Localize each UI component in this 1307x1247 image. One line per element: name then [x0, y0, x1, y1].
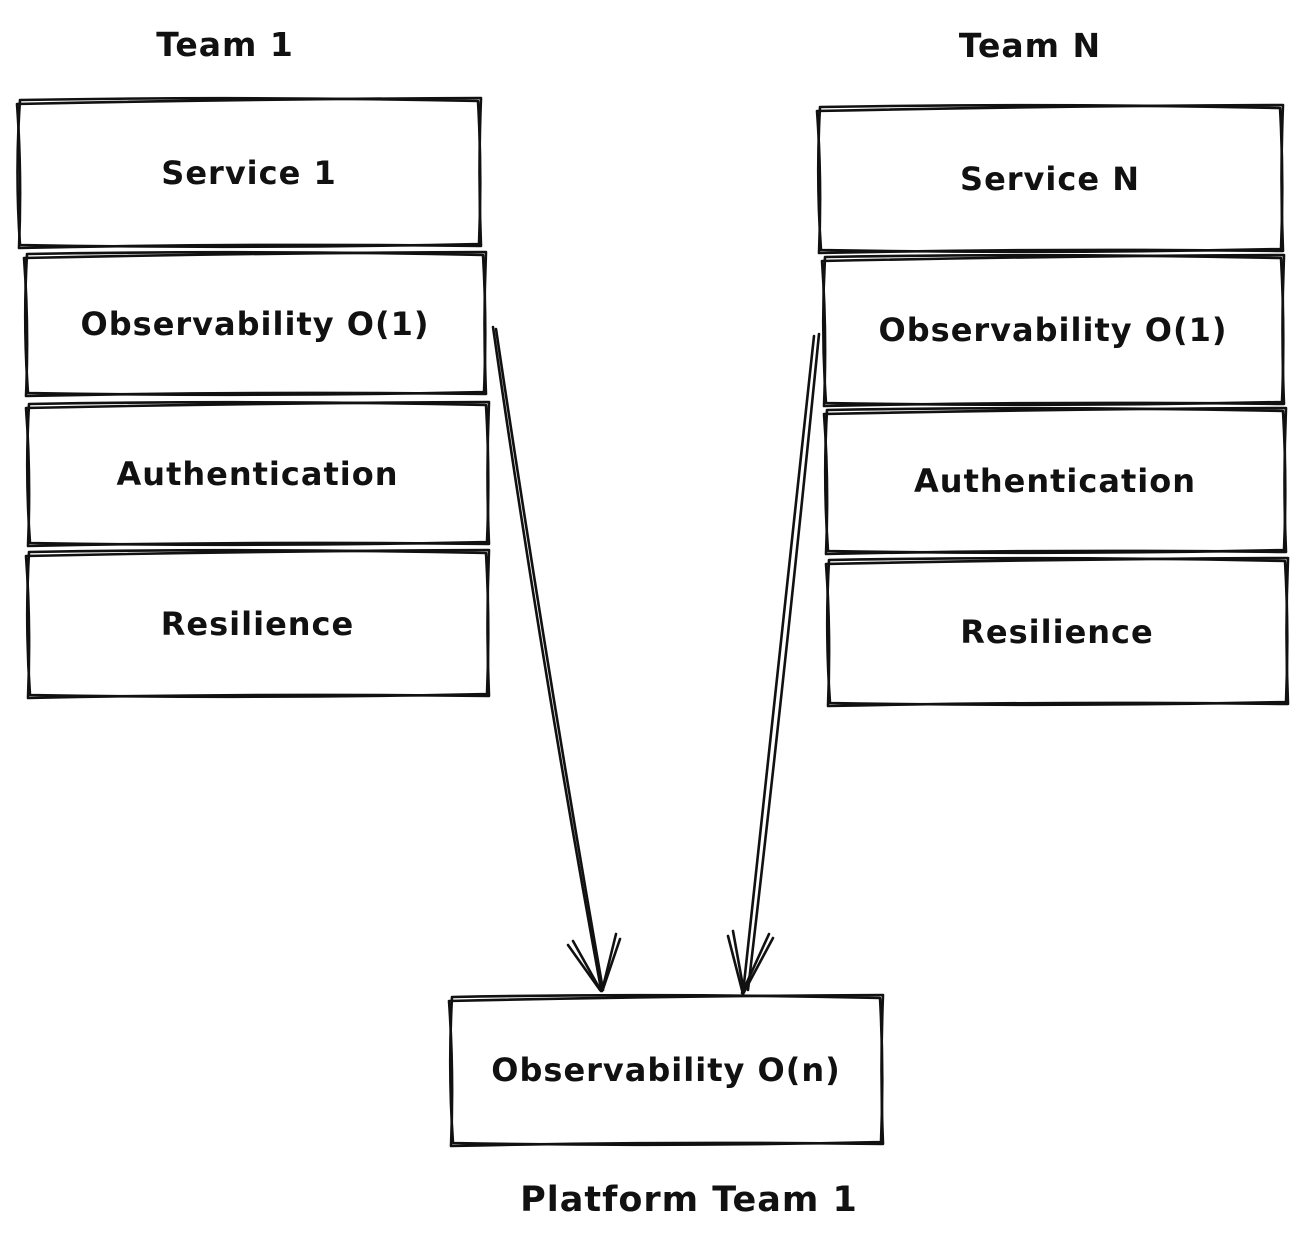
team-1-service-label: Service 1	[161, 153, 337, 192]
team-1-resilience-box	[24, 548, 491, 700]
team-n-title: Team N	[958, 25, 1102, 65]
arrow-team-n-to-platform	[726, 332, 821, 996]
team-n-resilience-label: Resilience	[960, 612, 1154, 651]
team-n-service-box	[815, 103, 1285, 255]
platform-observability-label: Observability O(n)	[491, 1051, 841, 1089]
team-n-authentication-label: Authentication	[914, 461, 1196, 500]
team-1-authentication-label: Authentication	[116, 454, 399, 493]
team-1-authentication-box	[24, 400, 491, 548]
team-1-service-box	[15, 96, 483, 250]
team-1-resilience-label: Resilience	[160, 604, 355, 643]
team-1-observability-label: Observability O(1)	[80, 304, 430, 343]
team-1-observability-box	[22, 250, 488, 398]
team-n-resilience-box	[824, 556, 1290, 708]
platform-observability-box	[447, 993, 885, 1148]
team-n-observability-box	[820, 253, 1286, 408]
team-1-title: Team 1	[156, 24, 294, 64]
platform-team-caption: Platform Team 1	[520, 1180, 858, 1220]
team-n-observability-label: Observability O(1)	[878, 311, 1228, 349]
team-n-authentication-box	[822, 406, 1288, 556]
arrow-team-1-to-platform	[491, 325, 622, 993]
team-n-service-label: Service N	[960, 159, 1140, 198]
